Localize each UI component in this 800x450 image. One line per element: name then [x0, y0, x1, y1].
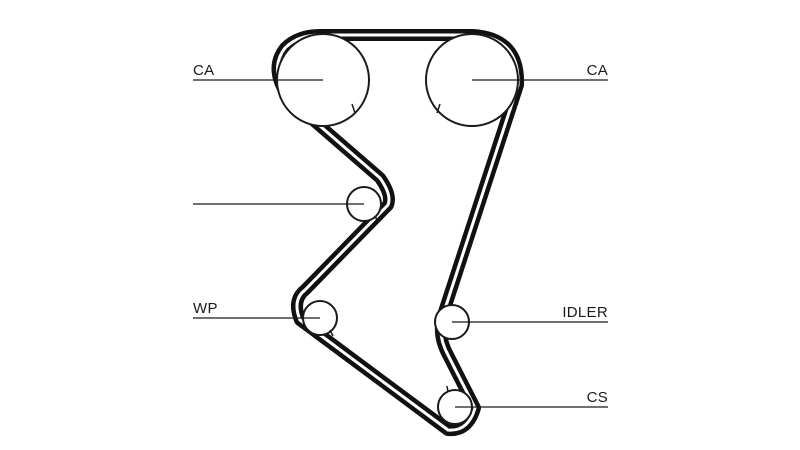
crankshaft-timing-mark-2: [459, 385, 463, 393]
water-pump-timing-mark: [329, 329, 334, 337]
label-water-pump: WP: [193, 300, 218, 317]
leader-lines: [193, 79, 608, 408]
labels: CA CA WP IDLER CS: [193, 62, 608, 406]
tensioner-timing-mark: [374, 215, 379, 223]
label-cam-left: CA: [193, 62, 214, 79]
cam-pulley-right-timing-mark: [436, 103, 441, 114]
label-idler: IDLER: [562, 304, 608, 321]
label-cam-right: CA: [587, 62, 608, 79]
cam-pulley-left-timing-mark: [351, 103, 356, 114]
label-crankshaft: CS: [587, 389, 608, 406]
crankshaft-timing-mark: [446, 385, 449, 393]
